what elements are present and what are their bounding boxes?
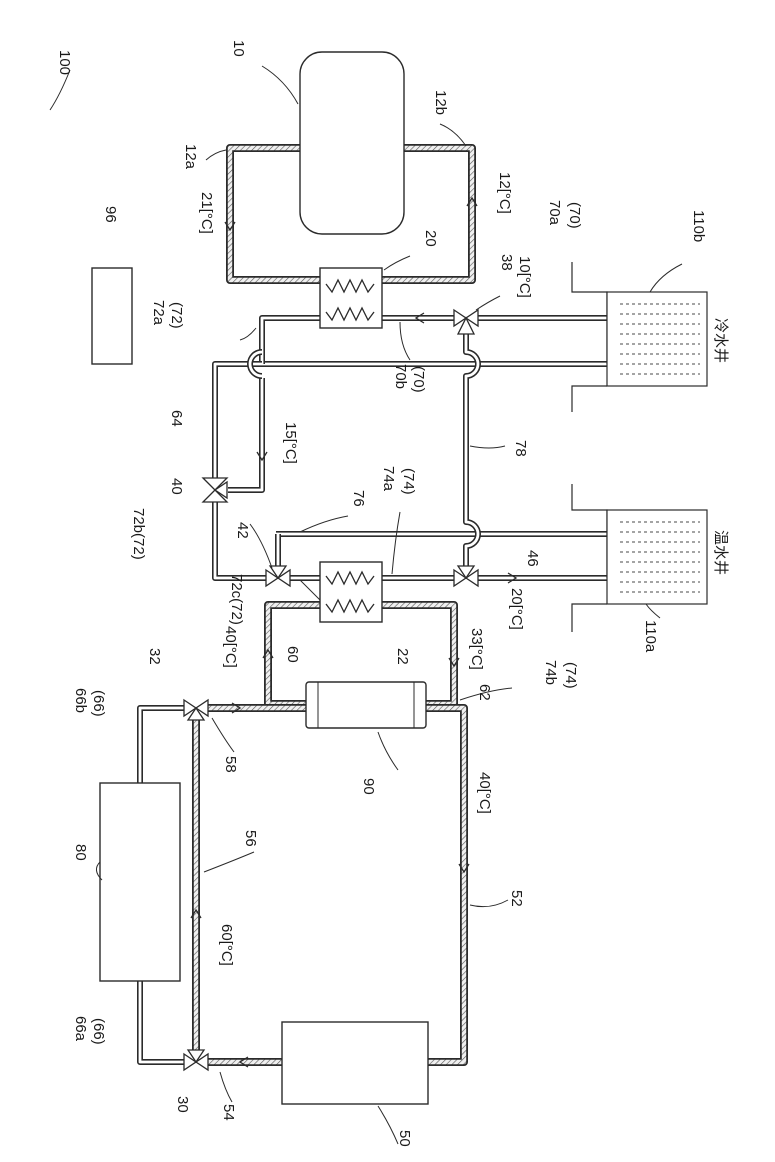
unit-90 bbox=[306, 682, 426, 728]
label-temp-10: 10[°C] bbox=[516, 256, 533, 298]
label-valve-38: 38 bbox=[498, 254, 515, 271]
label-temp-12: 12[°C] bbox=[496, 172, 513, 214]
label-pipe-76: 76 bbox=[350, 490, 367, 507]
well-pipes bbox=[262, 318, 607, 578]
label-pipe-66b-sub: (66) bbox=[90, 690, 107, 717]
valve-42 bbox=[266, 566, 290, 586]
label-pipe-66a: 66a bbox=[72, 1016, 89, 1042]
label-valve-30: 30 bbox=[174, 1096, 191, 1113]
label-pipe-56: 56 bbox=[242, 830, 259, 847]
label-pipe-60: 60 bbox=[284, 646, 301, 663]
box-96 bbox=[92, 268, 132, 364]
heat-exchanger-20 bbox=[320, 268, 382, 328]
valve-40 bbox=[203, 478, 227, 502]
label-unit-50: 50 bbox=[396, 1130, 413, 1147]
cold-well bbox=[572, 262, 707, 412]
mid-pipes bbox=[215, 318, 478, 578]
label-pipe-70b: 70b bbox=[392, 364, 409, 389]
valve-30 bbox=[184, 1050, 208, 1070]
unit-10 bbox=[300, 52, 404, 234]
label-temp-40-right: 40[°C] bbox=[476, 772, 493, 814]
label-valve-32: 32 bbox=[146, 648, 163, 665]
unit-50 bbox=[282, 1022, 428, 1104]
label-pipe-78: 78 bbox=[512, 440, 529, 457]
label-tank-110a: 110a bbox=[642, 620, 659, 653]
label-pipe-52: 52 bbox=[508, 890, 525, 907]
label-valve-46: 46 bbox=[524, 550, 541, 567]
label-pipe-70a: 70a bbox=[546, 200, 563, 226]
valve-32 bbox=[184, 700, 208, 720]
label-unit-10: 10 bbox=[230, 40, 247, 57]
label-cold-well: 冷水井 bbox=[712, 318, 729, 363]
label-pipe-74b-sub: (74) bbox=[562, 662, 579, 689]
label-valve-42: 42 bbox=[234, 522, 251, 539]
hot-loop bbox=[196, 605, 464, 1062]
label-pipe-70b-sub: (70) bbox=[410, 366, 427, 393]
label-temp-15: 15[°C] bbox=[282, 422, 299, 464]
valve-38 bbox=[454, 310, 478, 334]
label-pipe-66a-sub: (66) bbox=[90, 1018, 107, 1045]
label-pipe-12a: 12a bbox=[182, 144, 199, 170]
label-pipe-72b: 72b(72) bbox=[130, 508, 147, 560]
label-temp-33: 33[°C] bbox=[468, 628, 485, 670]
label-pipe-72a: 72a bbox=[150, 300, 167, 326]
label-system: 100 bbox=[56, 50, 73, 75]
label-pipe-58: 58 bbox=[222, 756, 239, 773]
unit-80 bbox=[100, 783, 180, 981]
label-pipe-70a-sub: (70) bbox=[566, 202, 583, 229]
label-hx-20: 20 bbox=[422, 230, 439, 247]
label-pipe-12b: 12b bbox=[432, 90, 449, 115]
label-unit-90: 90 bbox=[360, 778, 377, 795]
label-unit-80: 80 bbox=[72, 844, 89, 861]
label-pipe-74a-sub: (74) bbox=[400, 468, 417, 495]
hot-well bbox=[572, 484, 707, 632]
label-tank-110b: 110b bbox=[690, 210, 707, 242]
label-temp-20: 20[°C] bbox=[508, 588, 525, 630]
label-temp-60: 60[°C] bbox=[218, 924, 235, 966]
label-pipe-62: 62 bbox=[476, 684, 493, 701]
label-pipe-54: 54 bbox=[220, 1104, 237, 1121]
label-hot-well: 温水井 bbox=[712, 530, 729, 575]
label-pipe-74a: 74a bbox=[380, 466, 397, 492]
heat-exchanger-22 bbox=[320, 562, 382, 622]
label-pipe-74b: 74b bbox=[542, 660, 559, 685]
label-valve-40: 40 bbox=[168, 478, 185, 495]
valve-46 bbox=[454, 566, 478, 586]
label-pipe-66b: 66b bbox=[72, 688, 89, 713]
label-temp-21: 21[°C] bbox=[198, 192, 215, 234]
label-hx-22: 22 bbox=[394, 648, 411, 665]
label-box-96: 96 bbox=[102, 206, 119, 223]
label-pipe-72a-sub: (72) bbox=[168, 302, 185, 329]
label-temp-40-top: 40[°C] bbox=[222, 626, 239, 668]
label-pipe-72c: 72c(72) bbox=[228, 574, 245, 625]
label-pipe-64: 64 bbox=[168, 410, 185, 427]
